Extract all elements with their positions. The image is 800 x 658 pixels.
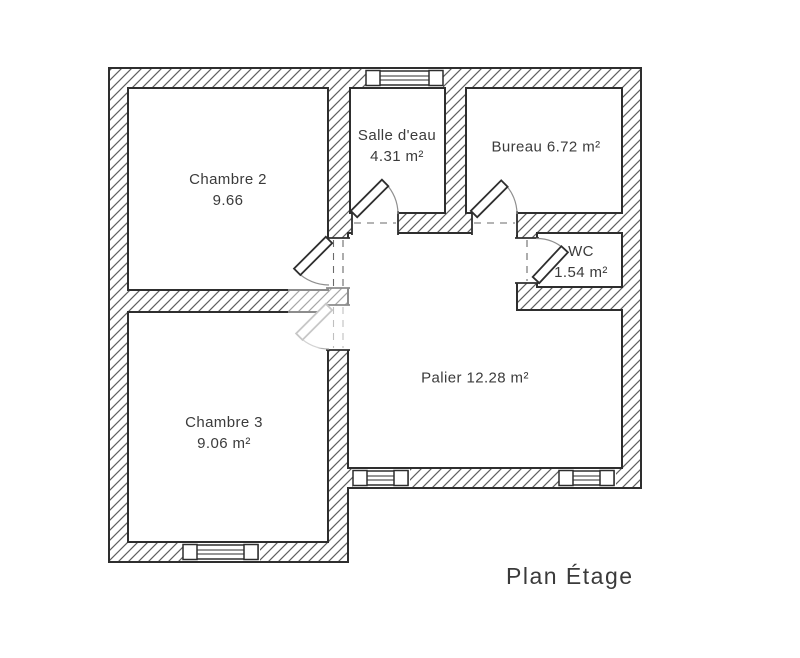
room-area: 4.31 m² xyxy=(370,148,424,165)
room-name: Salle d'eau xyxy=(357,127,437,144)
room-label-salle-deau: Salle d'eau 4.31 m² xyxy=(358,125,436,167)
room-label-chambre-2: Chambre 2 9.66 xyxy=(189,169,267,211)
room-chambre-2-floor xyxy=(127,87,329,291)
room-label-chambre-3: Chambre 3 9.06 m² xyxy=(185,412,263,454)
room-label-bureau: Bureau 6.72 m² xyxy=(492,137,601,158)
room-name: WC xyxy=(568,243,594,260)
room-chambre-3-floor xyxy=(127,311,329,543)
watermark-fade xyxy=(288,286,350,348)
room-area: 9.66 xyxy=(212,192,244,209)
window-chambre-3 xyxy=(182,543,260,561)
window-salle-deau xyxy=(365,69,444,87)
room-label-wc: WC 1.54 m² xyxy=(554,241,608,283)
door-salle-deau xyxy=(349,178,399,235)
room-name: Chambre 2 xyxy=(189,171,267,188)
window-palier-right xyxy=(558,469,616,487)
room-name: Palier 12.28 m² xyxy=(421,369,529,387)
room-name: Chambre 3 xyxy=(185,414,263,431)
room-label-palier: Palier 12.28 m² xyxy=(421,368,529,389)
room-area: 1.54 m² xyxy=(554,264,608,281)
door-wc xyxy=(515,237,570,285)
room-area: 9.06 m² xyxy=(197,435,251,452)
door-chambre-2 xyxy=(292,235,350,289)
plan-title: Plan Étage xyxy=(506,563,634,589)
window-palier-left xyxy=(352,469,410,487)
door-bureau xyxy=(469,179,518,235)
room-name: Bureau 6.72 m² xyxy=(491,138,601,156)
door-chambre-3 xyxy=(294,302,350,351)
